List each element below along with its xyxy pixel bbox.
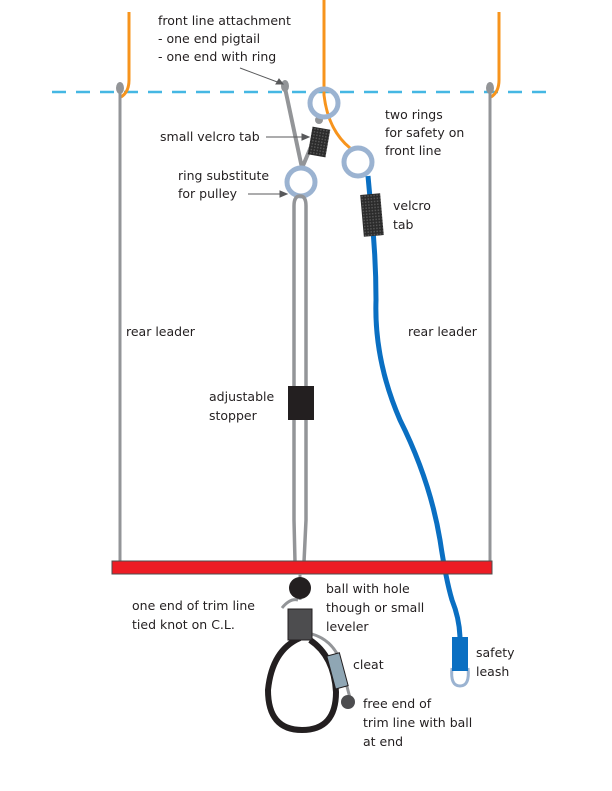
label-safety-leash: safety leash xyxy=(476,645,519,679)
label-cleat: cleat xyxy=(353,657,384,672)
trim-end-ball xyxy=(341,695,355,709)
label-adjustable-stopper: adjustable stopper xyxy=(209,389,278,423)
center-line-loop xyxy=(292,194,308,563)
front-attachment-knot xyxy=(281,80,289,92)
pulley-ring xyxy=(284,165,318,199)
left-pigtail-knot xyxy=(116,82,124,94)
adjustable-stopper xyxy=(288,386,314,420)
label-free-end: free end of trim line with ball at end xyxy=(363,696,476,749)
label-velcro-tab: velcro tab xyxy=(393,198,435,232)
trim-block xyxy=(287,608,313,641)
right-pigtail-knot xyxy=(486,82,494,94)
label-front-line-attachment: front line attachment - one end pigtail … xyxy=(158,13,295,64)
velcro-tab xyxy=(360,193,384,237)
safety-leash-loop xyxy=(450,667,470,688)
upper-safety-ring xyxy=(307,86,341,120)
cleat xyxy=(326,652,349,690)
ball-leveler xyxy=(289,577,311,599)
label-two-rings: two rings for safety on front line xyxy=(385,107,468,158)
safety-line xyxy=(365,175,463,641)
pointer-arrows xyxy=(239,67,311,198)
front-line xyxy=(322,0,351,150)
lower-safety-ring xyxy=(341,145,375,179)
safety-leash-sleeve xyxy=(452,637,468,671)
control-bar xyxy=(111,560,493,575)
label-small-velcro-tab: small velcro tab xyxy=(160,129,260,144)
label-trim-line-knot: one end of trim line tied knot on C.L. xyxy=(132,598,259,632)
right-rear-line xyxy=(490,12,501,99)
label-rear-leader-left: rear leader xyxy=(126,324,196,339)
label-ring-substitute: ring substitute for pulley xyxy=(178,168,273,201)
label-ball-with-hole: ball with hole though or small leveler xyxy=(326,581,428,634)
trim-loop xyxy=(264,635,340,734)
left-rear-line xyxy=(120,12,131,99)
label-rear-leader-right: rear leader xyxy=(408,324,478,339)
small-velcro-tab xyxy=(307,126,331,158)
